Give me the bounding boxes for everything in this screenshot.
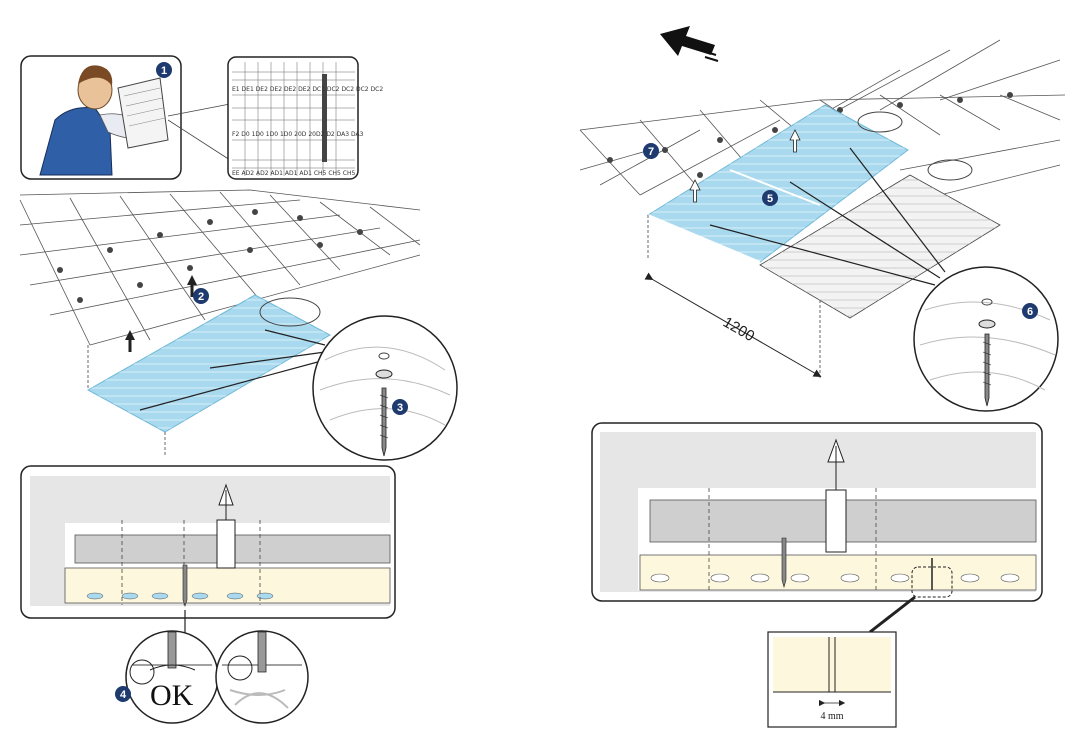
ok-label: OK [150, 679, 194, 712]
screw-icon [982, 333, 992, 407]
washer-icon [978, 319, 996, 329]
plan-row-1: E1 DE1 DE2 DE2 DE2 DE2 DC1 DC2 DC2 DC2 D… [232, 86, 383, 93]
screw-icon [379, 387, 389, 457]
screw-wrong-zoom [215, 630, 309, 724]
ceiling-grid-left [19, 189, 421, 346]
washer-icon [375, 369, 393, 379]
step-badge-7 [643, 143, 659, 159]
step-badge-5 [762, 190, 778, 206]
step-label-5: 5 [767, 193, 773, 205]
gap-label: 4 mm [820, 711, 843, 722]
screw-callout-lines [139, 329, 326, 411]
gap-callout-line [869, 595, 916, 634]
plan-row-2: F2 D0 1D0 1D0 1D0 20D 20D2 D2 DA3 DA3 [232, 131, 364, 138]
rail-clips-left [57, 209, 363, 303]
step-badge-2 [193, 288, 209, 304]
heating-panel-left [86, 294, 332, 455]
step-label-1: 1 [161, 65, 167, 77]
lift-arrow-icon [125, 275, 197, 352]
step-badge-1 [156, 62, 172, 78]
laying-direction-arrow-icon [660, 26, 719, 62]
dimension-label: 1200 [720, 314, 757, 345]
screw-zoom-6: 6 [913, 266, 1059, 412]
heating-panels-right [646, 104, 973, 263]
section-detail-right [591, 422, 1043, 602]
screw-callout-lines-right [709, 147, 946, 286]
plan-row-3: EE AD2 AD2 AD1 AD1 AD1 CH5 CH5 CH5 [232, 170, 355, 177]
step-label-3: 3 [397, 402, 403, 414]
step-label-2: 2 [198, 291, 204, 303]
lift-arrow-icon [689, 129, 801, 203]
step-label-6: 6 [1027, 306, 1033, 318]
plan-callout-lines [167, 103, 231, 161]
worker-reading-plan-icon [39, 65, 169, 176]
screw-ok-zoom-4: 4 OK [115, 630, 219, 724]
section-detail-left [20, 465, 396, 619]
step-label-4: 4 [120, 689, 127, 701]
step-label-7: 7 [648, 146, 654, 158]
floor-plan-zoom: E1 DE1 DE2 DE2 DE2 DE2 DC1 DC2 DC2 DC2 D… [227, 56, 383, 180]
worker-panel: 1 [20, 55, 182, 180]
screw-zoom-3: 3 [312, 315, 458, 461]
gap-detail: 4 mm [767, 631, 897, 728]
